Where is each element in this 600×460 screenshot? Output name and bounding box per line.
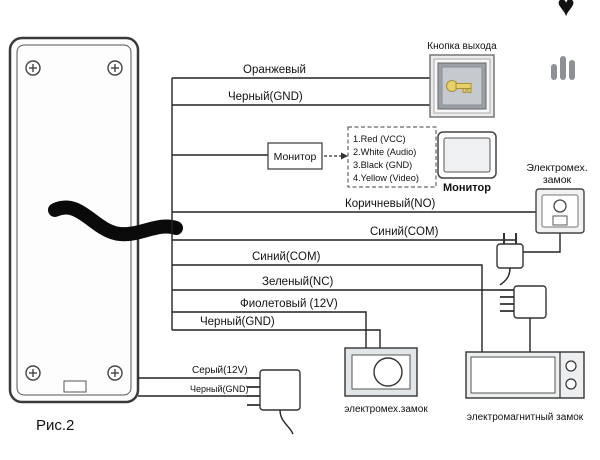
- lock-latch: [552, 215, 568, 226]
- plug-body: [513, 285, 547, 319]
- label-brown-no: Коричневый(NO): [345, 198, 436, 210]
- electromech-lock-bottom: электромех.замок: [344, 347, 428, 415]
- electromagnetic-lock-label: электромагнитный замок: [467, 412, 584, 423]
- plug-body: [259, 369, 301, 411]
- screw-icon: [25, 365, 41, 381]
- wire-blue-com-2: [172, 264, 483, 352]
- monitor-device-label: Монитор: [443, 182, 491, 194]
- power-plug-right: [500, 285, 547, 352]
- pinout-box: 1.Red (VCC) 2.White (Audio) 3.Black (GND…: [347, 126, 437, 188]
- monitor-block-box: [267, 142, 323, 170]
- heart-icon[interactable]: ♥: [557, 0, 575, 23]
- electromagnetic-lock-inner: [470, 356, 556, 394]
- key-icon: [446, 80, 472, 93]
- wire-black-gnd-mid: [172, 329, 381, 348]
- arrowhead-icon: [341, 152, 348, 160]
- cable-bundle: [48, 200, 183, 242]
- mount-hole-icon: [565, 378, 577, 390]
- label-orange: Оранжевый: [243, 64, 306, 76]
- door-station: [8, 36, 183, 404]
- screw-icon: [107, 60, 123, 76]
- wire-black-gnd-top: [172, 104, 463, 117]
- stats-bar-short: [551, 64, 557, 80]
- power-adapter-bottom: [247, 369, 301, 435]
- label-blue-com-1: Синий(COM): [370, 226, 439, 238]
- electromech-lock-top-label-2: замок: [543, 174, 572, 186]
- monitor-device: Монитор: [437, 131, 497, 194]
- door-station-body: [8, 36, 140, 404]
- pinout-line-3: 3.Black (GND): [353, 160, 412, 170]
- exit-button-label: Кнопка выхода: [427, 41, 497, 52]
- plug-cord: [279, 409, 294, 435]
- screw-icon: [25, 60, 41, 76]
- stats-icon[interactable]: [551, 56, 575, 80]
- label-blue-com-2: Синий(COM): [252, 251, 321, 263]
- monitor-screen: [443, 137, 491, 173]
- panel-slot: [63, 380, 87, 393]
- stats-bar-mid: [569, 60, 575, 80]
- wire-violet-12v: [172, 311, 367, 348]
- door-station-inner-frame: [16, 44, 132, 396]
- pinout-line-4: 4.Yellow (Video): [353, 173, 419, 183]
- label-black-gnd-top: Черный(GND): [228, 91, 303, 103]
- wire-lock-to-plug: [523, 233, 561, 253]
- monitor-block-label: Монитор: [274, 151, 317, 163]
- wire-labels: Оранжевый Черный(GND) Коричневый(NO) Син…: [190, 64, 439, 394]
- label-black-gnd-mid: Черный(GND): [200, 316, 275, 328]
- mount-hole-icon: [565, 360, 577, 372]
- pinout-line-2: 2.White (Audio): [353, 147, 416, 157]
- pinout-border: [347, 126, 437, 188]
- label-black-gnd-bottom: Черный(GND): [190, 384, 248, 394]
- electromech-lock-top-label-1: Электромех.: [526, 162, 587, 174]
- electromech-lock-top: Электромех. замок: [526, 162, 588, 234]
- lock-cylinder-icon: [553, 199, 567, 213]
- electromech-lock-bottom-label: электромех.замок: [344, 404, 428, 415]
- label-violet-12v: Фиолетовый (12V): [240, 298, 338, 310]
- exit-button-device: Кнопка выхода: [427, 41, 497, 118]
- plug-body: [496, 243, 524, 269]
- lock-cylinder-icon: [373, 357, 403, 387]
- electromagnetic-lock: электромагнитный замок: [465, 351, 585, 423]
- screw-icon: [107, 365, 123, 381]
- pinout-line-1: 1.Red (VCC): [353, 134, 406, 144]
- power-plug-top: [496, 233, 524, 286]
- figure-caption: Рис.2: [36, 417, 74, 434]
- stats-bar-tall: [560, 56, 566, 80]
- label-green-nc: Зеленый(NC): [262, 276, 334, 288]
- monitor-block: Монитор: [267, 142, 348, 170]
- label-gray-12v: Серый(12V): [192, 365, 248, 376]
- plug-cord: [499, 267, 511, 286]
